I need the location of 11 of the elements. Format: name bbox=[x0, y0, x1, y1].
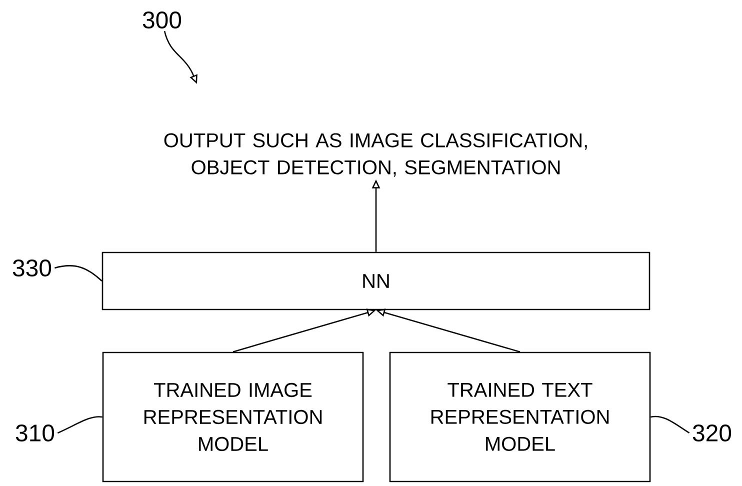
reference-numeral: 310 bbox=[16, 424, 54, 442]
process-box: TRAINED IMAGE REPRESENTATION MODEL bbox=[102, 352, 364, 482]
leader-line bbox=[650, 416, 690, 434]
leader-line bbox=[54, 265, 102, 282]
process-box: NN bbox=[102, 252, 650, 310]
process-box: TRAINED TEXT REPRESENTATION MODEL bbox=[389, 352, 651, 482]
output-text: OUTPUT SUCH AS IMAGE CLASSIFICATION, OBJECT DETECTION, SEGMENTATION bbox=[164, 133, 587, 177]
reference-numeral: 300 bbox=[142, 12, 182, 28]
reference-numeral: 330 bbox=[12, 260, 52, 276]
leader-line bbox=[57, 416, 102, 434]
reference-numeral: 320 bbox=[692, 424, 732, 442]
